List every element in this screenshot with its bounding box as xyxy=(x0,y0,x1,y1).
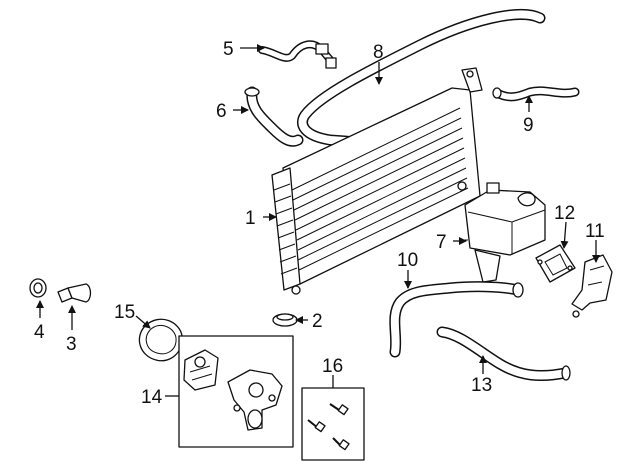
housing-part-11[interactable] xyxy=(571,254,613,318)
callout-9: 9 xyxy=(523,115,534,136)
gasket-part-12[interactable] xyxy=(535,244,576,283)
callout-8: 8 xyxy=(373,42,384,63)
callout-12: 12 xyxy=(554,203,575,224)
coolant-reservoir-part-7[interactable] xyxy=(462,182,546,283)
thermostat-kit-box-part-14[interactable] xyxy=(178,335,294,448)
drain-plug-part-2[interactable] xyxy=(272,313,298,327)
drain-cock-part-3[interactable] xyxy=(57,283,92,303)
callout-13: 13 xyxy=(471,375,492,396)
callout-labels: 1 2 3 4 5 6 7 8 9 10 11 12 13 14 15 16 xyxy=(34,39,605,408)
heater-hose-part-6[interactable] xyxy=(244,86,304,147)
lower-hose-part-10[interactable] xyxy=(389,281,524,358)
callout-3: 3 xyxy=(66,334,77,355)
callout-4: 4 xyxy=(34,322,45,343)
hose-part-13[interactable] xyxy=(436,326,571,382)
callout-16: 16 xyxy=(322,356,343,377)
callout-5: 5 xyxy=(223,39,234,60)
thermostat-gasket-part-15[interactable] xyxy=(138,318,183,362)
callout-14: 14 xyxy=(141,387,163,408)
bypass-hose-part-5[interactable] xyxy=(258,40,337,69)
callout-1: 1 xyxy=(245,208,256,229)
callout-15: 15 xyxy=(114,302,135,323)
callout-7: 7 xyxy=(436,232,447,253)
bolt-kit-box-part-16[interactable] xyxy=(301,387,365,461)
callout-2: 2 xyxy=(312,311,323,332)
radiator-part-1[interactable] xyxy=(271,67,483,295)
callout-10: 10 xyxy=(397,250,418,271)
callout-6: 6 xyxy=(216,101,227,122)
leader-lines xyxy=(36,44,600,397)
callout-11: 11 xyxy=(585,221,605,242)
hose-part-9[interactable] xyxy=(492,86,580,102)
o-ring-part-4[interactable] xyxy=(29,278,47,298)
